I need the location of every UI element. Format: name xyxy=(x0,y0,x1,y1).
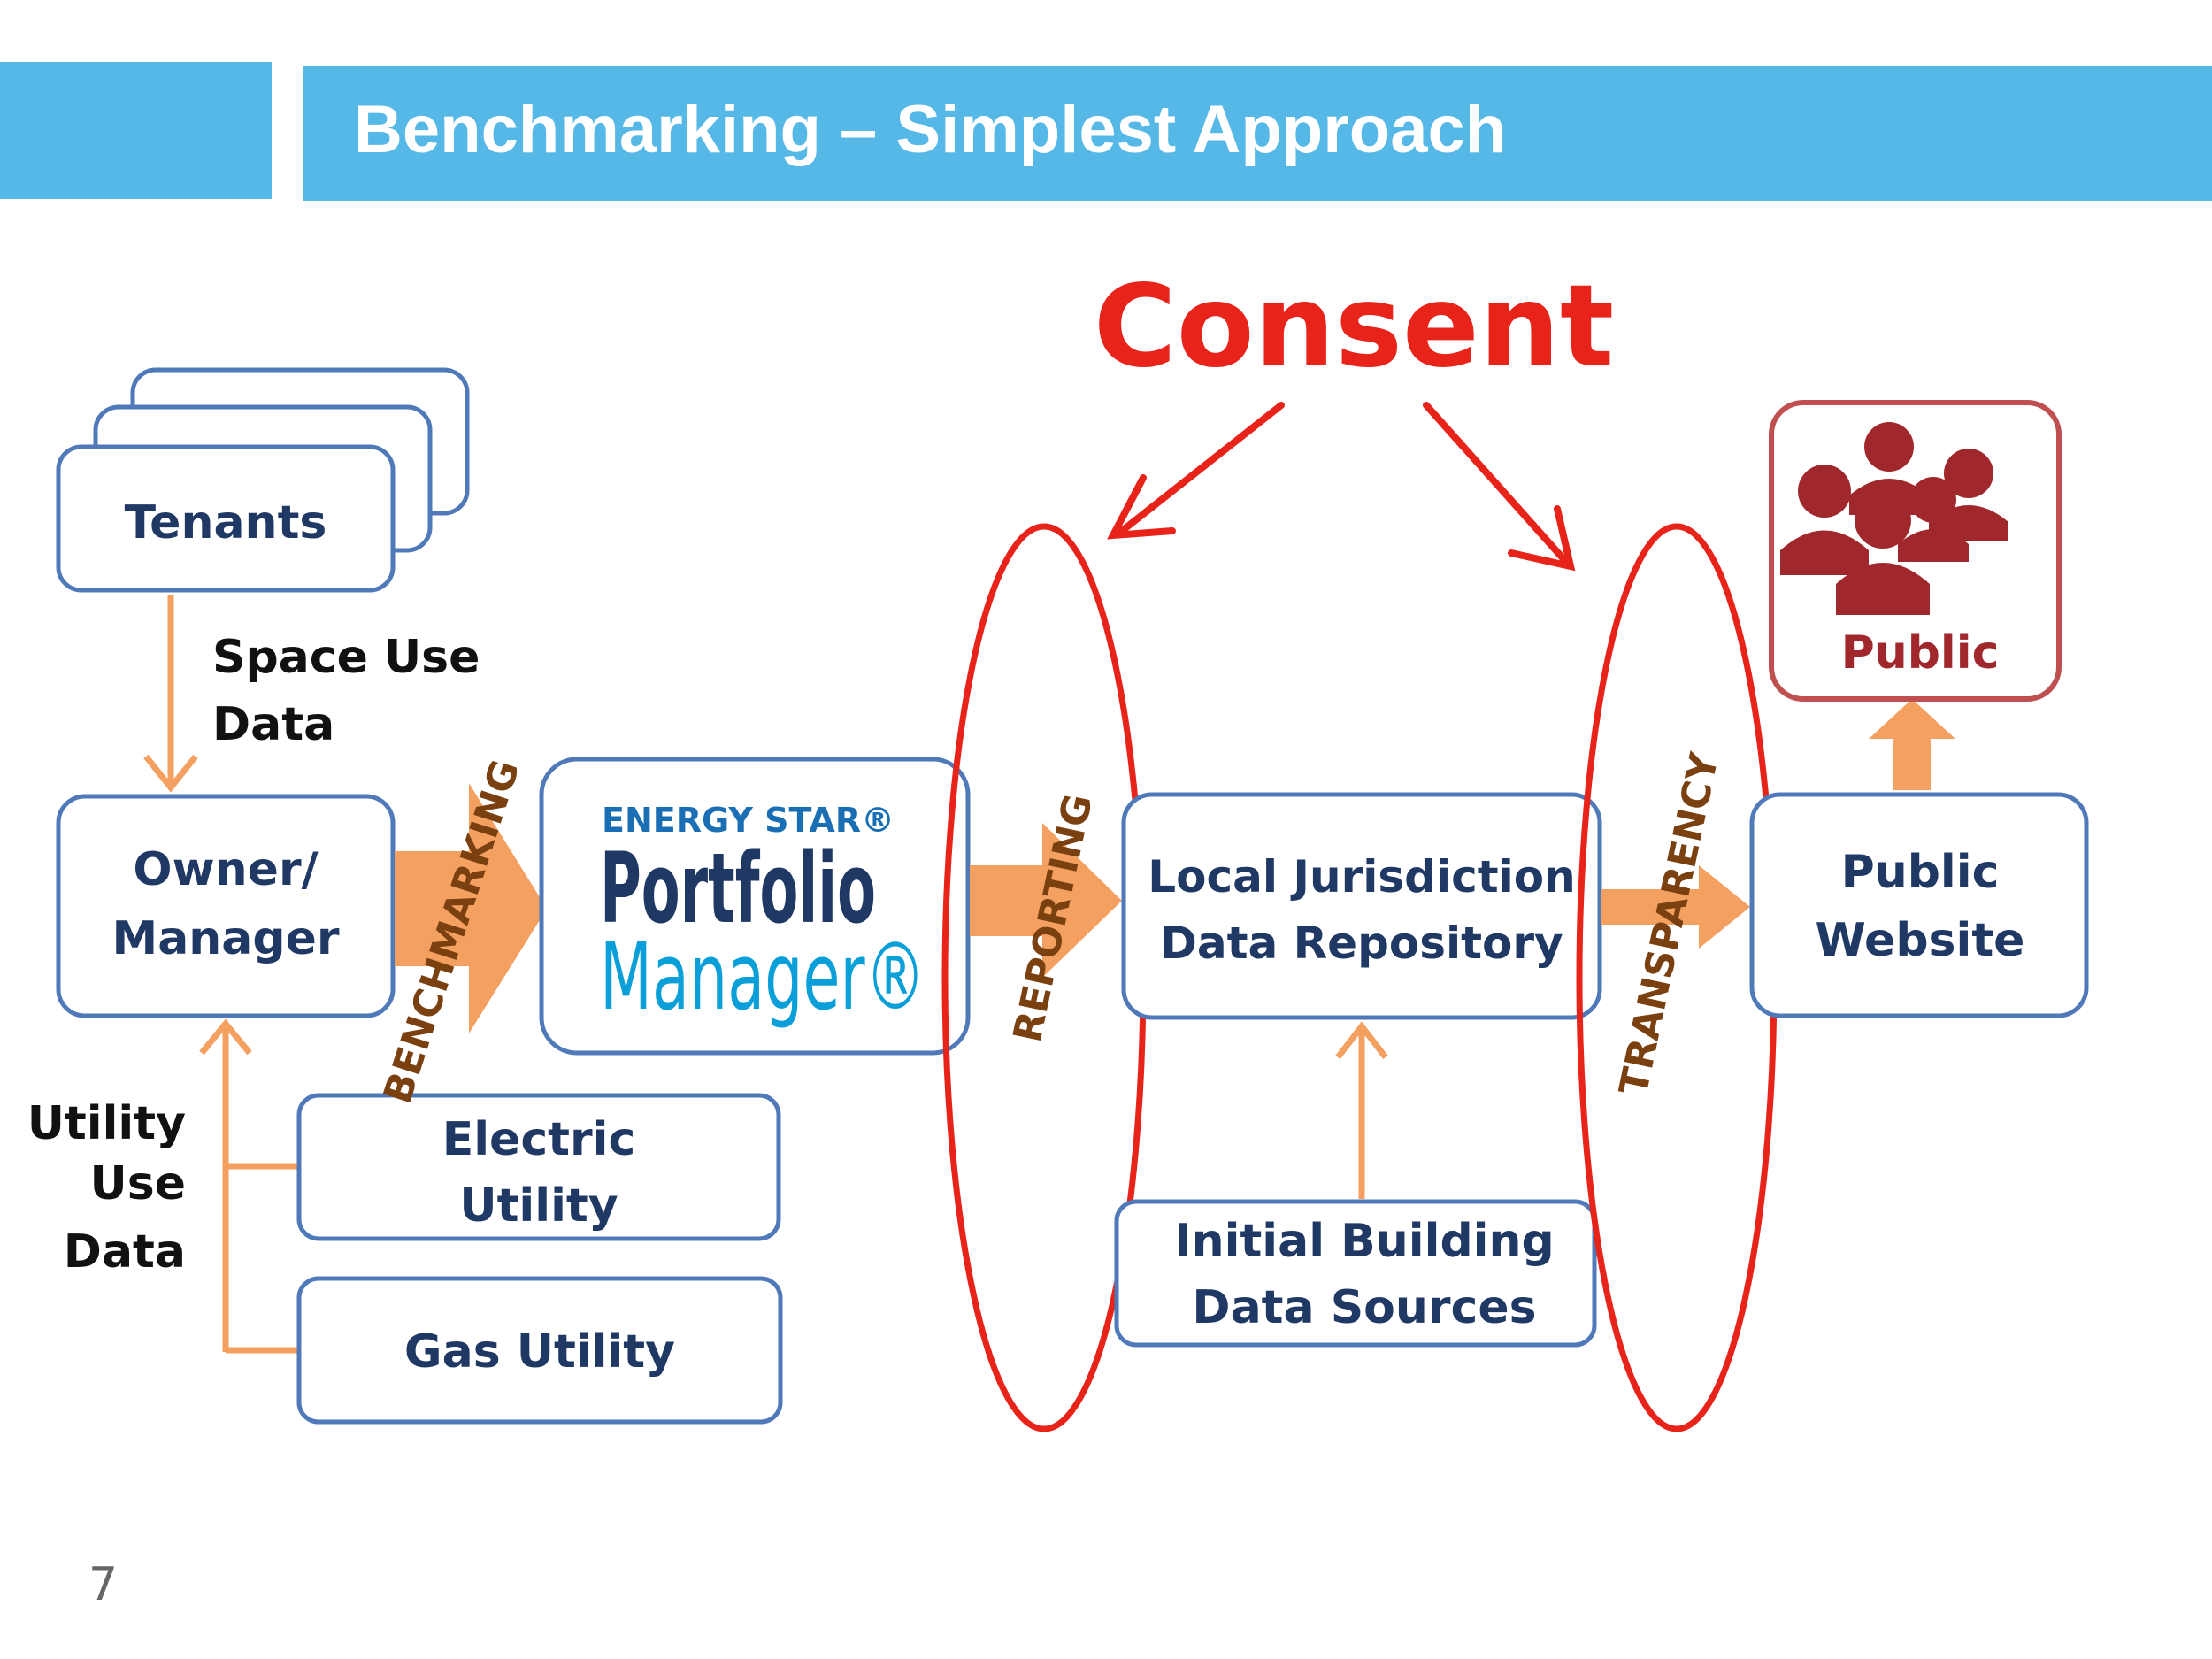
public-arrow xyxy=(1869,699,1955,790)
header-bar: Benchmarking – Simplest Approach xyxy=(0,62,2212,201)
electric-utility-box: Electric Utility xyxy=(296,1093,781,1241)
public-website-box: Public Website xyxy=(1749,792,2089,1018)
public-label: Public xyxy=(1841,626,2000,680)
transparency-arrow: TRANSPARENCY xyxy=(1601,749,1750,1099)
space-use-label-line1: Space Use xyxy=(212,631,480,684)
reporting-arrow: REPORTING xyxy=(970,790,1122,1046)
page-title: Benchmarking – Simplest Approach xyxy=(354,92,1506,167)
page-number: 7 xyxy=(88,1558,118,1611)
utility-use-label-line3: Data xyxy=(64,1225,186,1279)
space-use-label-line2: Data xyxy=(212,698,334,751)
space-use-arrow xyxy=(143,595,198,793)
owner-label-line1: Owner/ xyxy=(133,843,318,896)
owner-label-line2: Manager xyxy=(111,912,339,965)
portfolio-manager-box: ENERGY STAR® Portfolio Manager® xyxy=(539,757,971,1056)
tenants-box xyxy=(56,444,396,593)
data-repository-box: Local Jurisdiction Data Repository xyxy=(1121,792,1602,1020)
utility-use-label-line1: Utility xyxy=(27,1097,186,1150)
gas-utility-label: Gas Utility xyxy=(404,1325,675,1379)
repository-label-line2: Data Repository xyxy=(1160,918,1563,969)
consent-arrow-left xyxy=(1107,402,1285,540)
people-group-icon xyxy=(1780,422,2008,615)
utility-use-arrow xyxy=(199,1018,299,1354)
tenants-stack: Tenants xyxy=(56,367,470,593)
initial-building-data-box: Initial Building Data Sources xyxy=(1114,1199,1597,1348)
manager-text: Manager® xyxy=(600,923,926,1031)
header-left-block xyxy=(0,62,272,199)
sources-arrow xyxy=(1335,1021,1388,1199)
header-title-band xyxy=(303,66,2212,201)
electric-label-line1: Electric xyxy=(442,1113,636,1166)
website-label-line2: Website xyxy=(1816,914,2025,967)
electric-label-line2: Utility xyxy=(459,1179,618,1233)
portfolio-text: Portfolio xyxy=(600,832,876,945)
repository-label-line1: Local Jurisdiction xyxy=(1148,851,1575,902)
consent-label: Consent xyxy=(1094,261,1614,393)
sources-label-line2: Data Sources xyxy=(1192,1281,1536,1334)
public-box: Public xyxy=(1769,400,2062,702)
tenants-label: Tenants xyxy=(125,496,327,549)
website-label-line1: Public xyxy=(1841,846,2000,899)
sources-label-line1: Initial Building xyxy=(1174,1215,1554,1268)
owner-manager-box: Owner/ Manager xyxy=(56,794,396,1018)
utility-use-label-line2: Use xyxy=(90,1157,186,1210)
benchmarking-arrow: BENCHMARKING xyxy=(375,755,547,1109)
consent-arrow-right xyxy=(1423,402,1576,572)
gas-utility-box: Gas Utility xyxy=(296,1276,783,1425)
energy-star-text: ENERGY STAR® xyxy=(602,801,895,840)
